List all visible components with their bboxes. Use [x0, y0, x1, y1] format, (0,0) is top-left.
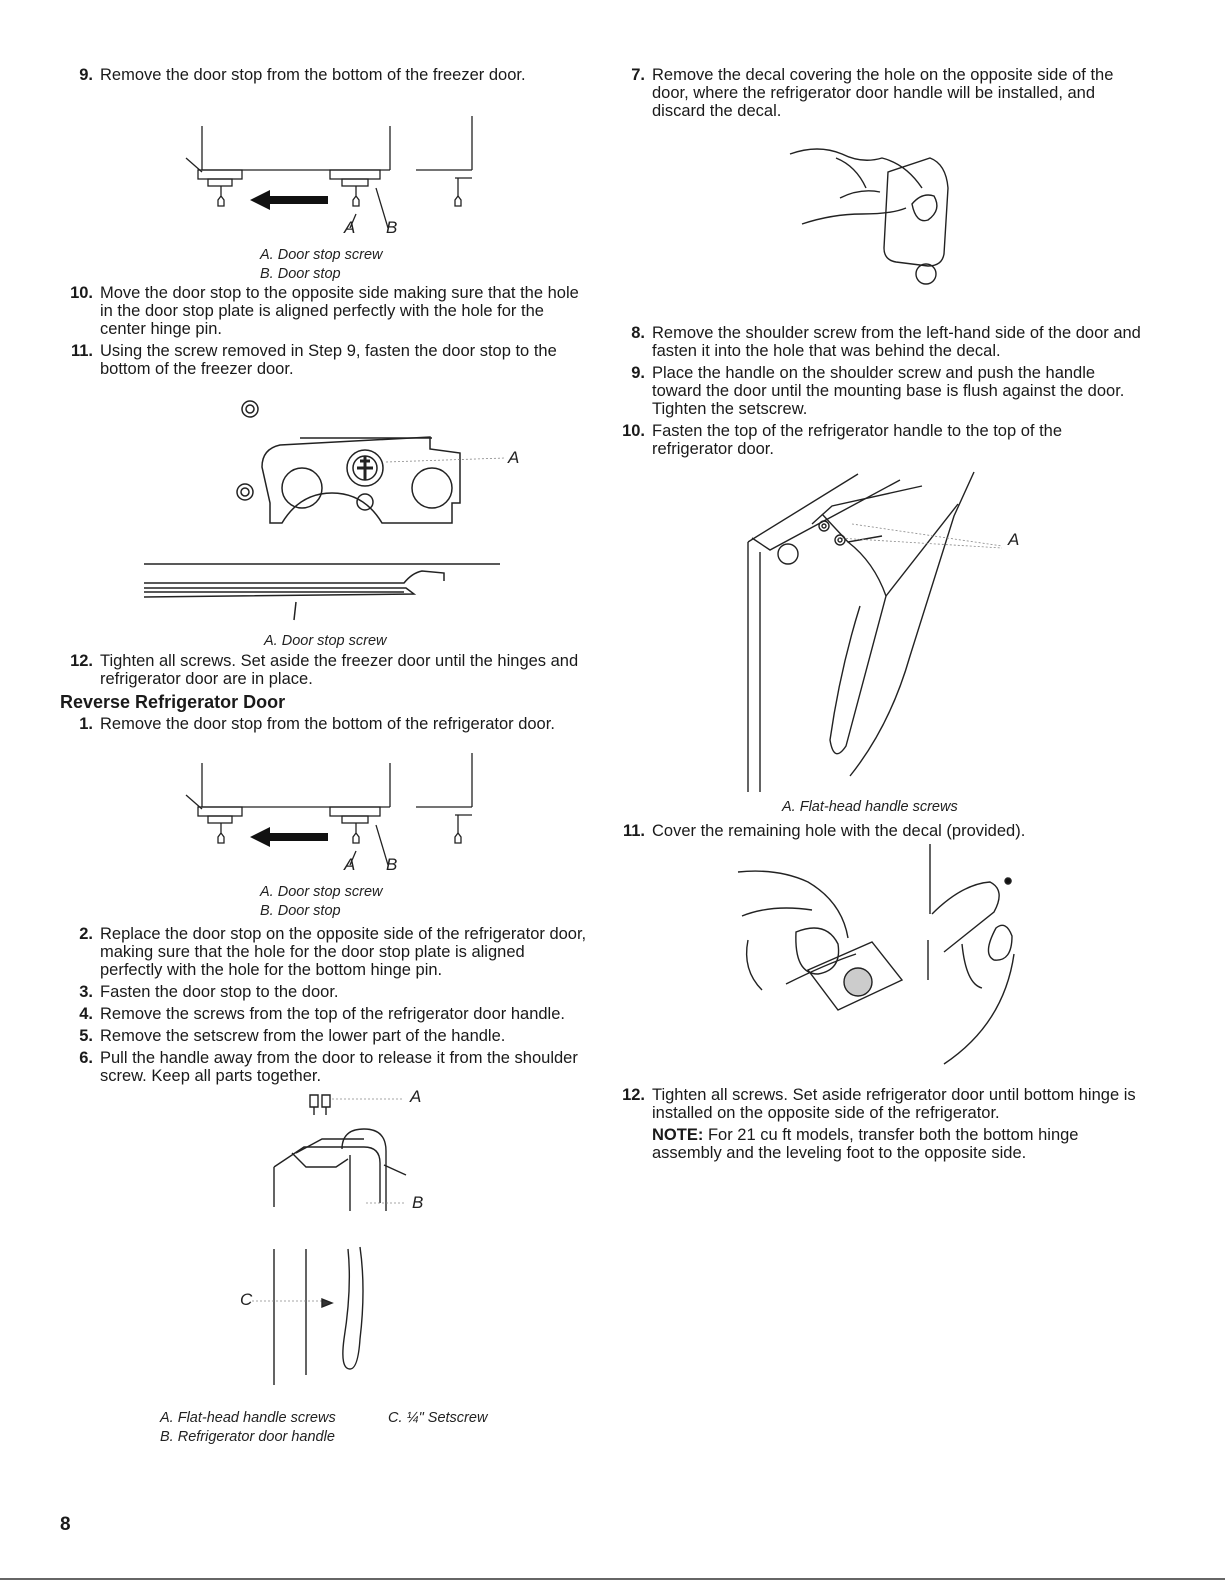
step-r5: 5. Remove the setscrew from the lower pa…	[79, 1027, 506, 1045]
callout-c: C	[240, 1290, 253, 1309]
figure-cover-hole	[612, 844, 1142, 1086]
callout-a: A	[508, 448, 520, 467]
handle-installation-illustration	[747, 471, 1003, 792]
step-9: 9. Remove the door stop from the bottom …	[79, 66, 526, 84]
step-r3: 3. Fasten the door stop to the door.	[79, 983, 339, 1001]
door-stop-move-illustration	[185, 116, 473, 228]
note-text: For 21 cu ft models, transfer both the b…	[652, 1126, 1079, 1162]
note-label: NOTE:	[652, 1126, 704, 1144]
left-column: 9. Remove the door stop from the bottom …	[60, 66, 590, 1449]
step-11: 11. Using the screw removed in Step 9, f…	[70, 342, 557, 378]
step-r1: 1. Remove the door stop from the bottom …	[79, 715, 555, 733]
figure-caption: A. Door stop screw B. Door stop	[260, 884, 383, 919]
step-r10: 10. Fasten the top of the refrigerator h…	[622, 422, 1063, 458]
callout-b: B	[386, 855, 398, 874]
door-stop-move-illustration	[185, 753, 473, 866]
step-r6: 6. Pull the handle away from the door to…	[79, 1049, 578, 1085]
callout-a: A	[410, 1087, 422, 1106]
step-r9: 9. Place the handle on the shoulder scre…	[631, 364, 1125, 418]
hands-applying-decal-illustration	[737, 844, 1015, 1065]
right-column: 7. Remove the decal covering the hole on…	[612, 66, 1142, 1162]
figure-remove-decal	[612, 124, 1142, 324]
step-r2: 2. Replace the door stop on the opposite…	[79, 925, 587, 979]
callout-a: A	[344, 218, 356, 237]
note: NOTE: For 21 cu ft models, transfer both…	[652, 1126, 1142, 1162]
bottom-rule	[0, 1578, 1225, 1580]
callout-a: A	[1008, 530, 1020, 549]
handle-removal-illustration	[252, 1094, 407, 1385]
figure-fasten-handle: A A. Flat-head handle screws	[612, 462, 1142, 822]
step-r11: 11. Cover the remaining hole with the de…	[622, 822, 1026, 840]
figure-caption: A. Door stop screw B. Door stop	[260, 247, 383, 282]
step-12: 12. Tighten all screws. Set aside the fr…	[70, 652, 579, 688]
hand-removing-decal-illustration	[789, 148, 949, 285]
step-r7: 7. Remove the decal covering the hole on…	[631, 66, 1114, 120]
step-r8: 8. Remove the shoulder screw from the le…	[631, 324, 1141, 360]
figure-caption: A. Door stop screw	[264, 633, 387, 649]
step-r12: 12. Tighten all screws. Set aside refrig…	[622, 1086, 1136, 1122]
callout-a: A	[344, 855, 356, 874]
figure-door-stop-closeup: A A. Door stop screw	[60, 382, 590, 652]
figure-refrigerator-door-stop: A B A. Door stop screw B. Door stop	[60, 737, 590, 925]
step-10: 10. Move the door stop to the opposite s…	[70, 284, 579, 338]
door-stop-plate-illustration	[143, 400, 506, 621]
step-r4: 4. Remove the screws from the top of the…	[79, 1005, 565, 1023]
page-number: 8	[60, 1514, 71, 1535]
section-title: Reverse Refrigerator Door	[60, 692, 286, 712]
figure-caption: A. Flat-head handle screws	[782, 799, 958, 815]
figure-caption: A. Flat-head handle screws B. Refrigerat…	[160, 1410, 336, 1445]
figure-handle-removal: A B C A. Flat-head handle screws B. Refr…	[60, 1087, 590, 1449]
callout-b: B	[412, 1193, 424, 1212]
callout-b: B	[386, 218, 398, 237]
figure-caption-c: C. ¼" Setscrew	[388, 1410, 488, 1426]
figure-freezer-door-stop: A B A. Door stop screw B. Door stop	[60, 88, 590, 284]
